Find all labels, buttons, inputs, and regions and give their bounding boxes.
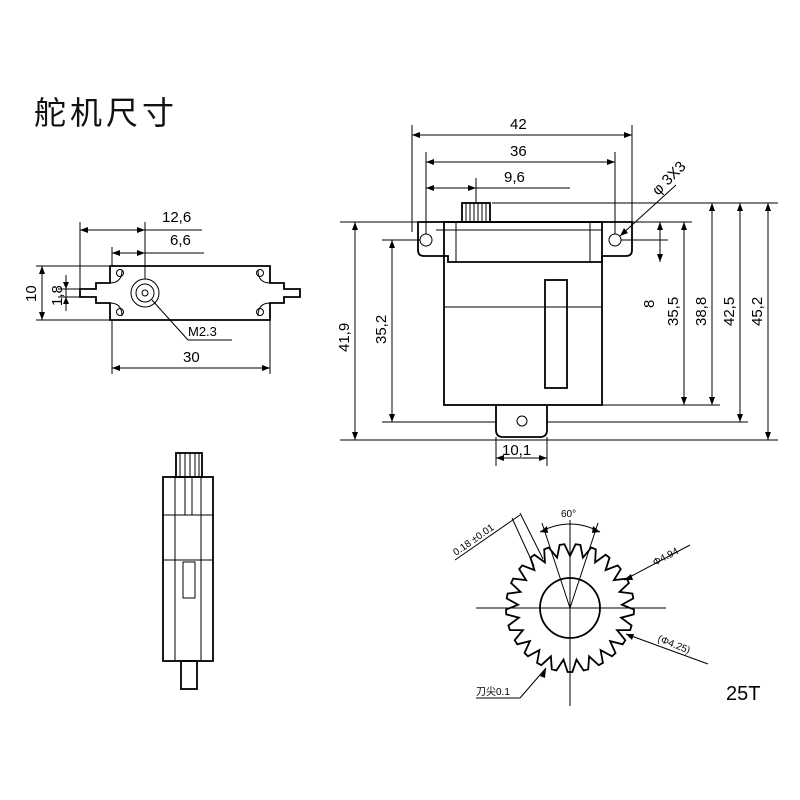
leader-hole — [619, 184, 677, 237]
side-view — [162, 452, 214, 690]
front-view: 42 36 9,6 φ 3X3 41,9 35,2 8 35 — [336, 116, 778, 466]
dim-label-hole: φ 3X3 — [649, 158, 690, 199]
inner-dia-label: (Φ4.25) — [656, 634, 692, 657]
dim-label-35-5: 35,5 — [665, 297, 682, 326]
front-mount-hole-left — [419, 233, 433, 247]
gear-teeth — [505, 543, 635, 673]
dim-label-42: 42 — [510, 116, 527, 133]
gear-detail: 60° 0.18 ±0.01 Φ4.94 (Φ4.25) 刀尖0.1 25T — [451, 509, 760, 706]
top-view: 12,6 6,6 10 1,8 30 M2.3 — [23, 209, 301, 374]
mount-hole — [116, 308, 124, 316]
dim-label-10: 10 — [23, 285, 40, 302]
mount-hole — [256, 269, 264, 277]
page-title: 舵机尺寸 — [34, 94, 179, 132]
tip-note-label: 刀尖0.1 — [476, 685, 510, 698]
front-mount-hole-right — [608, 233, 622, 247]
dim-label-12-6: 12,6 — [162, 209, 191, 226]
dim-label-6-6: 6,6 — [170, 232, 191, 249]
body-label-window — [544, 279, 568, 389]
dim-label-41-9: 41,9 — [336, 323, 353, 352]
top-view-body-outline — [79, 265, 301, 321]
leader-outer-dia — [623, 544, 691, 581]
outer-dia-label: Φ4.94 — [651, 546, 681, 569]
teeth-count-label: 25T — [726, 683, 760, 705]
dim-label-38-8: 38,8 — [693, 297, 710, 326]
mount-hole — [116, 269, 124, 277]
side-view-tab — [180, 660, 198, 690]
leader-pitch-tol — [454, 514, 521, 561]
dim-label-10-1: 10,1 — [502, 442, 531, 459]
output-shaft-inner — [135, 283, 155, 303]
dim-label-42-5: 42,5 — [721, 297, 738, 326]
dim-label-8: 8 — [641, 300, 658, 308]
side-view-body — [162, 476, 214, 662]
dim-label-45-2: 45,2 — [749, 297, 766, 326]
angle-label-60: 60° — [561, 509, 576, 520]
dim-label-30: 30 — [183, 349, 200, 366]
leader-inner-dia — [625, 633, 709, 665]
pitch-tol-label: 0.18 ±0.01 — [451, 522, 496, 558]
front-view-bottom-tab — [495, 405, 548, 438]
gear-bore — [539, 577, 601, 639]
front-view-body — [443, 221, 603, 406]
dim-label-9-6: 9,6 — [504, 169, 525, 186]
bottom-tab-hole — [516, 415, 528, 427]
dim-label-1-8: 1,8 — [49, 285, 66, 306]
dim-label-36: 36 — [510, 143, 527, 160]
dim-label-35-2: 35,2 — [373, 315, 390, 344]
front-view-flange — [417, 221, 633, 263]
callout-m2-3: M2.3 — [188, 324, 217, 339]
mount-hole — [256, 308, 264, 316]
leader-m2-3 — [151, 299, 189, 341]
